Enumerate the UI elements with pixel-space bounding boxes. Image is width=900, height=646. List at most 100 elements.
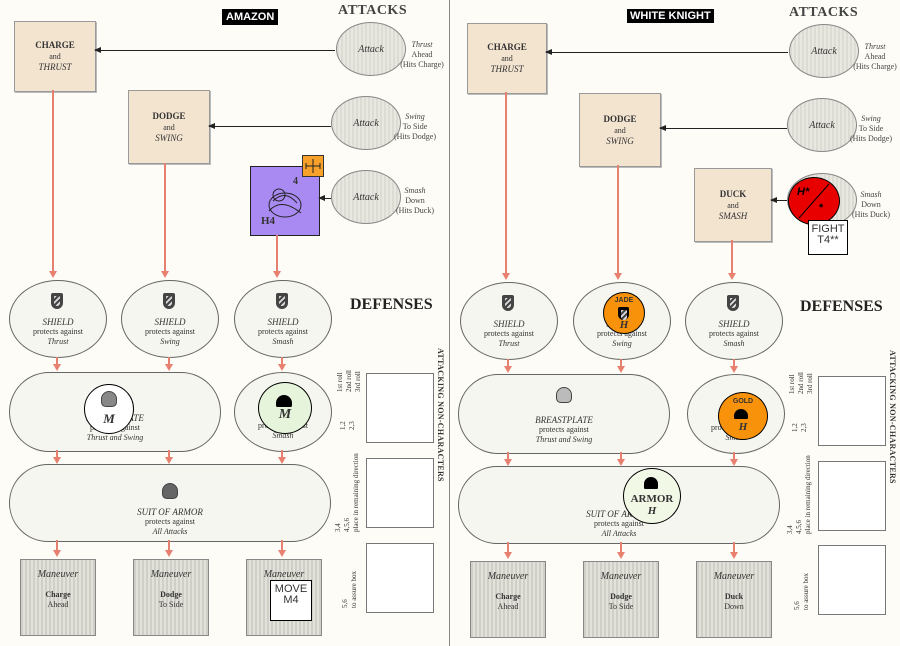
maneuver-charge[interactable]: Maneuver Charge Ahead [470, 561, 546, 638]
attack-thrust-desc: Thrust Ahead (Hits Charge) [853, 42, 897, 71]
helmet-icon [276, 395, 292, 407]
down-line [165, 540, 172, 557]
duck-down-line [728, 240, 735, 280]
down-line [730, 359, 737, 373]
suit-of-armor-oval[interactable]: SUIT OF ARMOR protects against All Attac… [458, 466, 780, 544]
non-character-box-1[interactable] [818, 376, 886, 446]
white-knight-melee-sheet: WHITE KNIGHT ATTACKS CHARGE and THRUST D… [451, 0, 900, 646]
shield-smash[interactable]: SHIELD protects against Smash [685, 282, 783, 360]
roll-label: 3,4 4,5,6 place in remaining direction [786, 455, 812, 534]
monster-counter[interactable]: 4 H4 [250, 166, 320, 236]
gold-helmet-counter[interactable]: GOLD H [718, 392, 768, 440]
charge-down-line [49, 90, 56, 278]
attack-swing-circle[interactable]: Attack [331, 96, 401, 150]
target-marker-icon[interactable] [302, 155, 324, 177]
non-characters-title: ATTACKING NON-CHARACTERS [436, 348, 445, 482]
down-line [504, 359, 511, 373]
character-name: WHITE KNIGHT [627, 9, 714, 23]
non-character-box-3[interactable] [366, 543, 434, 613]
swing-arrow [659, 125, 787, 131]
roll-label: 5,6 to assure box [341, 571, 358, 608]
down-line [730, 542, 737, 559]
attack-swing-circle[interactable]: Attack [787, 98, 857, 152]
attacks-title: ATTACKS [789, 5, 859, 20]
thrust-arrow [545, 49, 788, 55]
maneuver-charge[interactable]: Maneuver Charge Ahead [20, 559, 96, 636]
duck-smash-box[interactable]: DUCK and SMASH [694, 168, 772, 242]
attack-smash-circle[interactable]: Attack [331, 170, 401, 224]
shield-thrust[interactable]: SHIELD protects against Thrust [9, 280, 107, 358]
suit-icon [162, 483, 178, 499]
breastplate-icon [556, 387, 572, 403]
roll-label: 3,4 4,5,6 place in remaining direction [334, 453, 360, 532]
breastplate-counter[interactable]: M [84, 384, 134, 434]
roll-label: 1,2 2,3 [339, 421, 356, 430]
charge-thrust-box[interactable]: CHARGE and THRUST [14, 21, 96, 92]
down-line [53, 357, 60, 371]
down-line [53, 450, 60, 464]
attack-smash-desc: Smash Down (Hits Duck) [396, 186, 434, 215]
maneuver-dodge[interactable]: Maneuver Dodge To Side [133, 559, 209, 636]
roll-label: 1,2 2,3 [791, 423, 808, 432]
thrust-arrow [94, 47, 335, 53]
non-character-box-1[interactable] [366, 373, 434, 443]
defenses-title: DEFENSES [800, 298, 883, 315]
amazon-melee-sheet: AMAZON ATTACKS CHARGE and THRUST DODGE a… [9, 0, 450, 646]
breastplate-oval[interactable]: BREASTPLATE protects against Thrust and … [458, 374, 670, 454]
dodge-swing-box[interactable]: DODGE and SWING [579, 93, 661, 167]
attack-thrust-circle[interactable]: Attack [789, 24, 859, 78]
non-character-box-3[interactable] [818, 545, 886, 615]
monster-icon [268, 188, 302, 218]
down-line [278, 540, 285, 557]
charge-down-line [502, 92, 509, 280]
down-line [165, 450, 172, 464]
shield-icon [502, 295, 514, 311]
suit-armor-counter[interactable]: ARMOR H [623, 468, 681, 524]
helmet-counter[interactable]: M [258, 382, 312, 434]
roll-label: 1st roll 2nd roll 3rd roll [788, 372, 814, 394]
suit-of-armor-oval[interactable]: SUIT OF ARMOR protects against All Attac… [9, 464, 331, 542]
fight-counter[interactable]: FIGHT T4** [808, 220, 848, 255]
red-attack-counter[interactable]: H* * [788, 177, 840, 225]
swing-arrow [208, 123, 331, 129]
roll-label: 5,6 to assure box [793, 573, 810, 610]
non-characters-title: ATTACKING NON-CHARACTERS [888, 350, 897, 484]
duck-down-line [273, 235, 280, 278]
down-line [730, 452, 737, 466]
down-line [504, 542, 511, 559]
attack-thrust-circle[interactable]: Attack [336, 22, 406, 76]
move-counter[interactable]: MOVE M4 [270, 580, 312, 621]
shield-icon [618, 307, 629, 320]
shield-icon [51, 293, 63, 309]
maneuver-duck[interactable]: Maneuver Duck Down [696, 561, 772, 638]
smash-arrow [770, 197, 787, 203]
character-name: AMAZON [222, 9, 279, 25]
shield-swing[interactable]: SHIELD protects against Swing [121, 280, 219, 358]
jade-shield-counter[interactable]: JADE H [603, 292, 645, 334]
shield-icon [276, 293, 288, 309]
attack-thrust-desc: Thrust Ahead (Hits Charge) [400, 40, 444, 69]
shield-icon [727, 295, 739, 311]
non-character-box-2[interactable] [366, 458, 434, 528]
attack-swing-desc: Swing To Side (Hits Dodge) [394, 112, 436, 141]
helmet-icon [734, 409, 748, 419]
roll-label: 1st roll 2nd roll 3rd roll [336, 370, 362, 392]
monster-harm: H4 [261, 215, 276, 227]
charge-thrust-box[interactable]: CHARGE and THRUST [467, 23, 547, 94]
breastplate-icon [101, 391, 117, 407]
defenses-title: DEFENSES [350, 296, 433, 313]
attack-smash-desc: Smash Down (Hits Duck) [852, 190, 890, 219]
maneuver-dodge[interactable]: Maneuver Dodge To Side [583, 561, 659, 638]
non-character-box-2[interactable] [818, 461, 886, 531]
shield-icon [163, 293, 175, 309]
down-line [165, 357, 172, 371]
dodge-down-line [614, 165, 621, 280]
shield-thrust[interactable]: SHIELD protects against Thrust [460, 282, 558, 360]
dodge-swing-box[interactable]: DODGE and SWING [128, 90, 210, 164]
down-line [504, 452, 511, 466]
suit-icon [644, 477, 658, 489]
attack-swing-desc: Swing To Side (Hits Dodge) [850, 114, 892, 143]
monster-weight: 4 [293, 176, 298, 187]
shield-smash[interactable]: SHIELD protects against Smash [234, 280, 332, 358]
down-line [617, 452, 624, 466]
